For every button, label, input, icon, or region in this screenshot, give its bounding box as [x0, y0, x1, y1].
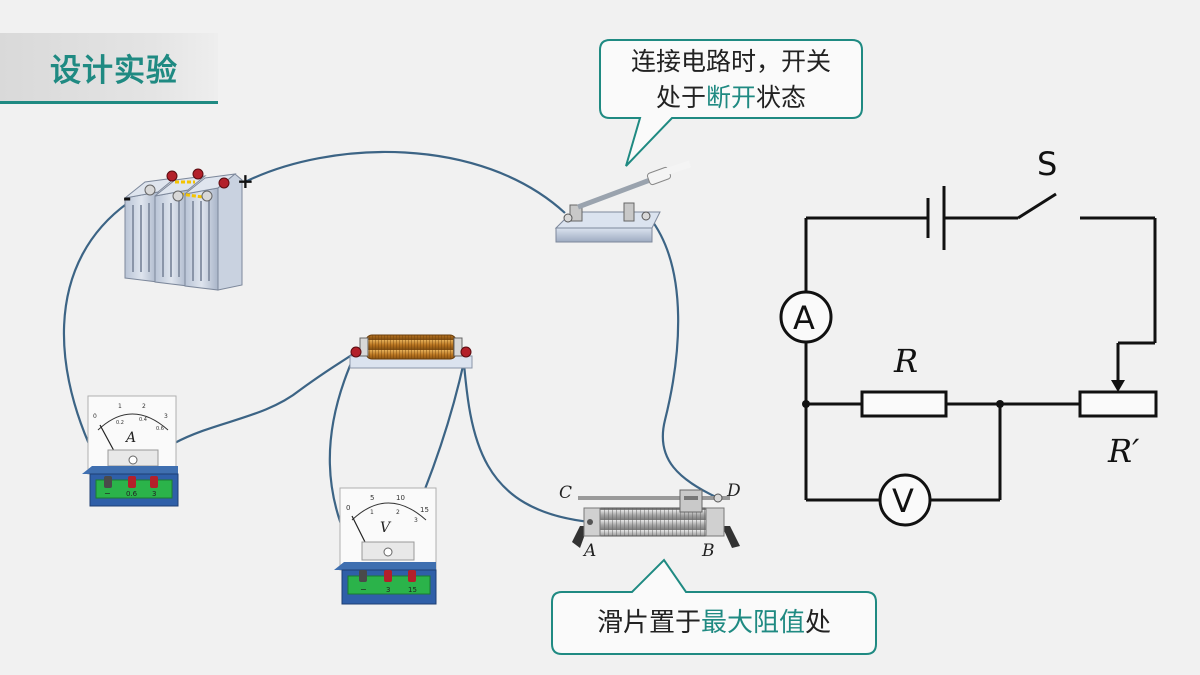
voltmeter-scale-10: 10: [396, 494, 405, 502]
schematic-switch-label: S: [1037, 145, 1057, 183]
callout-switch-highlight: 断开: [705, 83, 756, 112]
ammeter: 0 1 2 3 0.2 0.4 0.6 A − 0.6 3: [82, 395, 179, 507]
knife-switch: [554, 160, 692, 243]
voltmeter-scale-0: 0: [346, 504, 350, 512]
page-title: 设计实验: [50, 53, 178, 89]
ammeter-scale-02: 0.2: [116, 420, 124, 426]
schematic-labels: S A V R R′: [793, 145, 1140, 520]
rheostat-label-a: A: [582, 541, 596, 561]
callout-slider-after: 处: [805, 608, 832, 638]
ammeter-scale-04: 0.4: [139, 417, 147, 423]
battery-minus-label: -: [123, 186, 131, 210]
ammeter-terminal-3: 3: [152, 490, 156, 498]
ammeter-scale-1: 1: [118, 403, 122, 410]
voltmeter-letter: V: [380, 520, 392, 536]
voltmeter-scale-3: 3: [414, 517, 418, 524]
voltmeter-terminal-neg: −: [360, 585, 367, 594]
voltmeter: 0 5 10 15 1 2 3 V − 3 15: [334, 487, 437, 605]
voltmeter-scale-2: 2: [396, 509, 400, 516]
schematic-switch-blade: [1017, 192, 1057, 220]
ammeter-scale-06: 0.6: [156, 426, 164, 432]
battery-terminals: [144, 168, 230, 202]
rheostat-label-d: D: [726, 481, 741, 501]
callout-slider-highlight: 最大阻值: [700, 608, 805, 638]
callout-switch-bubble: [599, 39, 863, 167]
ammeter-scale-0: 0: [93, 413, 97, 420]
wire-battery-to-switch: [244, 150, 566, 214]
sliding-rheostat: C D A B: [559, 481, 741, 561]
callout-switch-text: 连接电路时，开关 处于断开状态: [600, 44, 862, 116]
wire-switch-to-rheostat: [649, 217, 719, 499]
ammeter-terminal-neg: −: [104, 489, 111, 498]
ammeter-terminal-06: 0.6: [126, 490, 138, 498]
schematic-resistor-r: [860, 390, 948, 418]
callout-slider-before: 滑片置于: [596, 608, 701, 638]
callout-switch-line2-before: 处于: [655, 83, 706, 112]
title-bar: 设计实验: [0, 33, 218, 104]
wire-resistor-to-rheostat: [461, 351, 591, 524]
schematic-resistor-label: R: [893, 342, 918, 380]
schematic-rheostat-label: R′: [1107, 432, 1140, 470]
schematic-rheostat: [1078, 390, 1158, 418]
ammeter-scale-2: 2: [142, 403, 146, 410]
schematic-ammeter-label: A: [793, 299, 815, 337]
schematic-voltmeter-circle: [878, 473, 932, 527]
rheostat-label-c: C: [559, 483, 572, 503]
ammeter-letter: A: [124, 430, 136, 446]
fixed-resistor: [349, 334, 473, 369]
callout-slider-text: 滑片置于最大阻值处: [552, 605, 876, 641]
callout-switch-line2: 处于断开状态: [600, 80, 862, 116]
voltmeter-scale-15: 15: [420, 506, 429, 514]
circuit-schematic: [779, 186, 1158, 527]
voltmeter-terminal-3: 3: [386, 586, 390, 594]
battery-plus-label: +: [237, 169, 254, 193]
voltmeter-scale-5: 5: [370, 494, 374, 502]
callout-switch-line1: 连接电路时，开关: [630, 47, 831, 76]
callout-switch-line2-after: 状态: [756, 83, 807, 112]
voltmeter-scale-1: 1: [370, 509, 374, 516]
callout-slider-bubble: [551, 558, 877, 655]
rheostat-label-b: B: [701, 541, 715, 561]
schematic-ammeter-circle: [779, 290, 833, 344]
schematic-voltmeter-label: V: [892, 482, 914, 520]
ammeter-scale-3: 3: [164, 413, 168, 420]
voltmeter-terminal-15: 15: [408, 586, 417, 594]
battery: - +: [123, 168, 254, 291]
